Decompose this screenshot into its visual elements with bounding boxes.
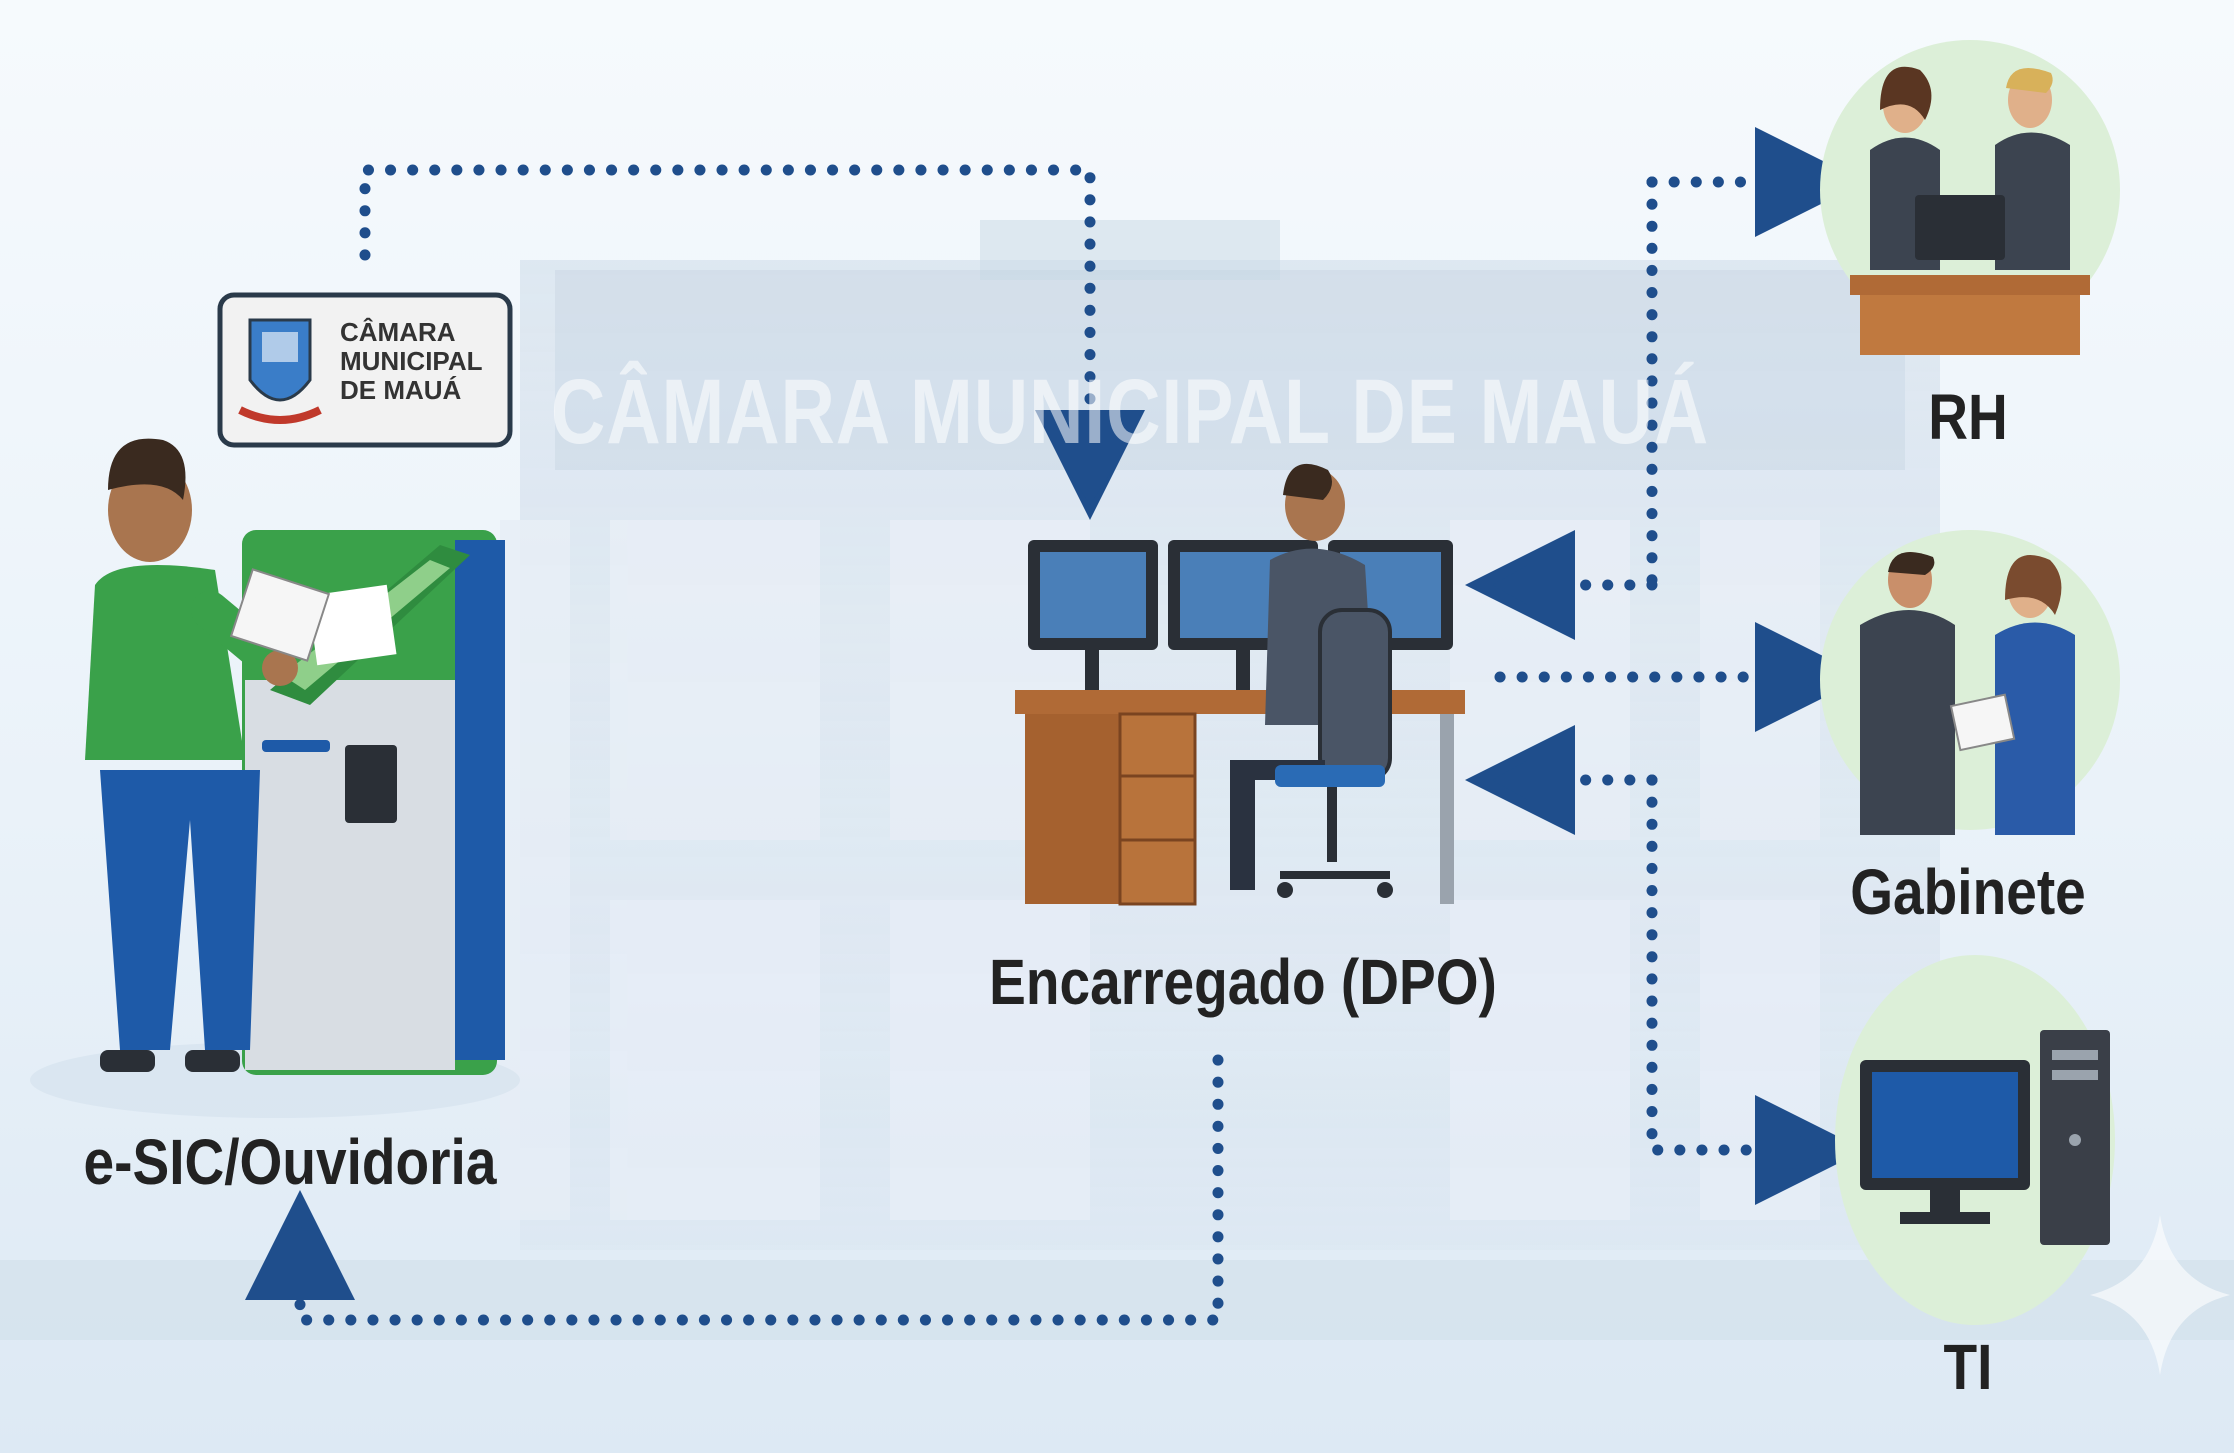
- background-title: CÂMARA MUNICIPAL DE MAUÁ: [550, 361, 1710, 463]
- dpo-workstation-illustration: [1015, 463, 1465, 906]
- label-dpo: Encarregado (DPO): [989, 946, 1497, 1018]
- arrowhead-esic: [278, 1225, 322, 1262]
- arrowhead-dpo: [1068, 470, 1112, 505]
- arrowhead-from-rh: [1492, 565, 1528, 605]
- kiosk-sign-text: CÂMARA MUNICIPAL DE MAUÁ: [340, 318, 483, 405]
- label-esic: e-SIC/Ouvidoria: [83, 1126, 497, 1198]
- label-rh: RH: [1928, 381, 2008, 453]
- label-gabinete: Gabinete: [1850, 856, 2086, 928]
- arrowheads: [278, 162, 1822, 1262]
- connectors: [245, 127, 1865, 1326]
- kiosk-sign-line-3: DE MAUÁ: [340, 375, 462, 405]
- arrowhead-gabinete: [1790, 657, 1822, 697]
- kiosk-sign-line-2: MUNICIPAL: [340, 346, 483, 376]
- connector-dpo-to-esic: [245, 1054, 1224, 1326]
- building-background: [0, 220, 2234, 1340]
- arrowhead-rh: [1790, 162, 1822, 202]
- kiosk-illustration: [30, 292, 520, 1118]
- gabinete-illustration: [1820, 530, 2120, 835]
- label-ti: TI: [1943, 1331, 1993, 1403]
- connector-esic-to-dpo: [359, 164, 1145, 520]
- arrowhead-from-ti: [1492, 760, 1528, 800]
- ti-illustration: [1835, 955, 2115, 1325]
- rh-illustration: [1820, 40, 2120, 355]
- arrowhead-ti: [1790, 1130, 1822, 1170]
- kiosk-sign-line-1: CÂMARA: [340, 317, 456, 347]
- sparkle-watermark-icon: [2090, 1215, 2230, 1375]
